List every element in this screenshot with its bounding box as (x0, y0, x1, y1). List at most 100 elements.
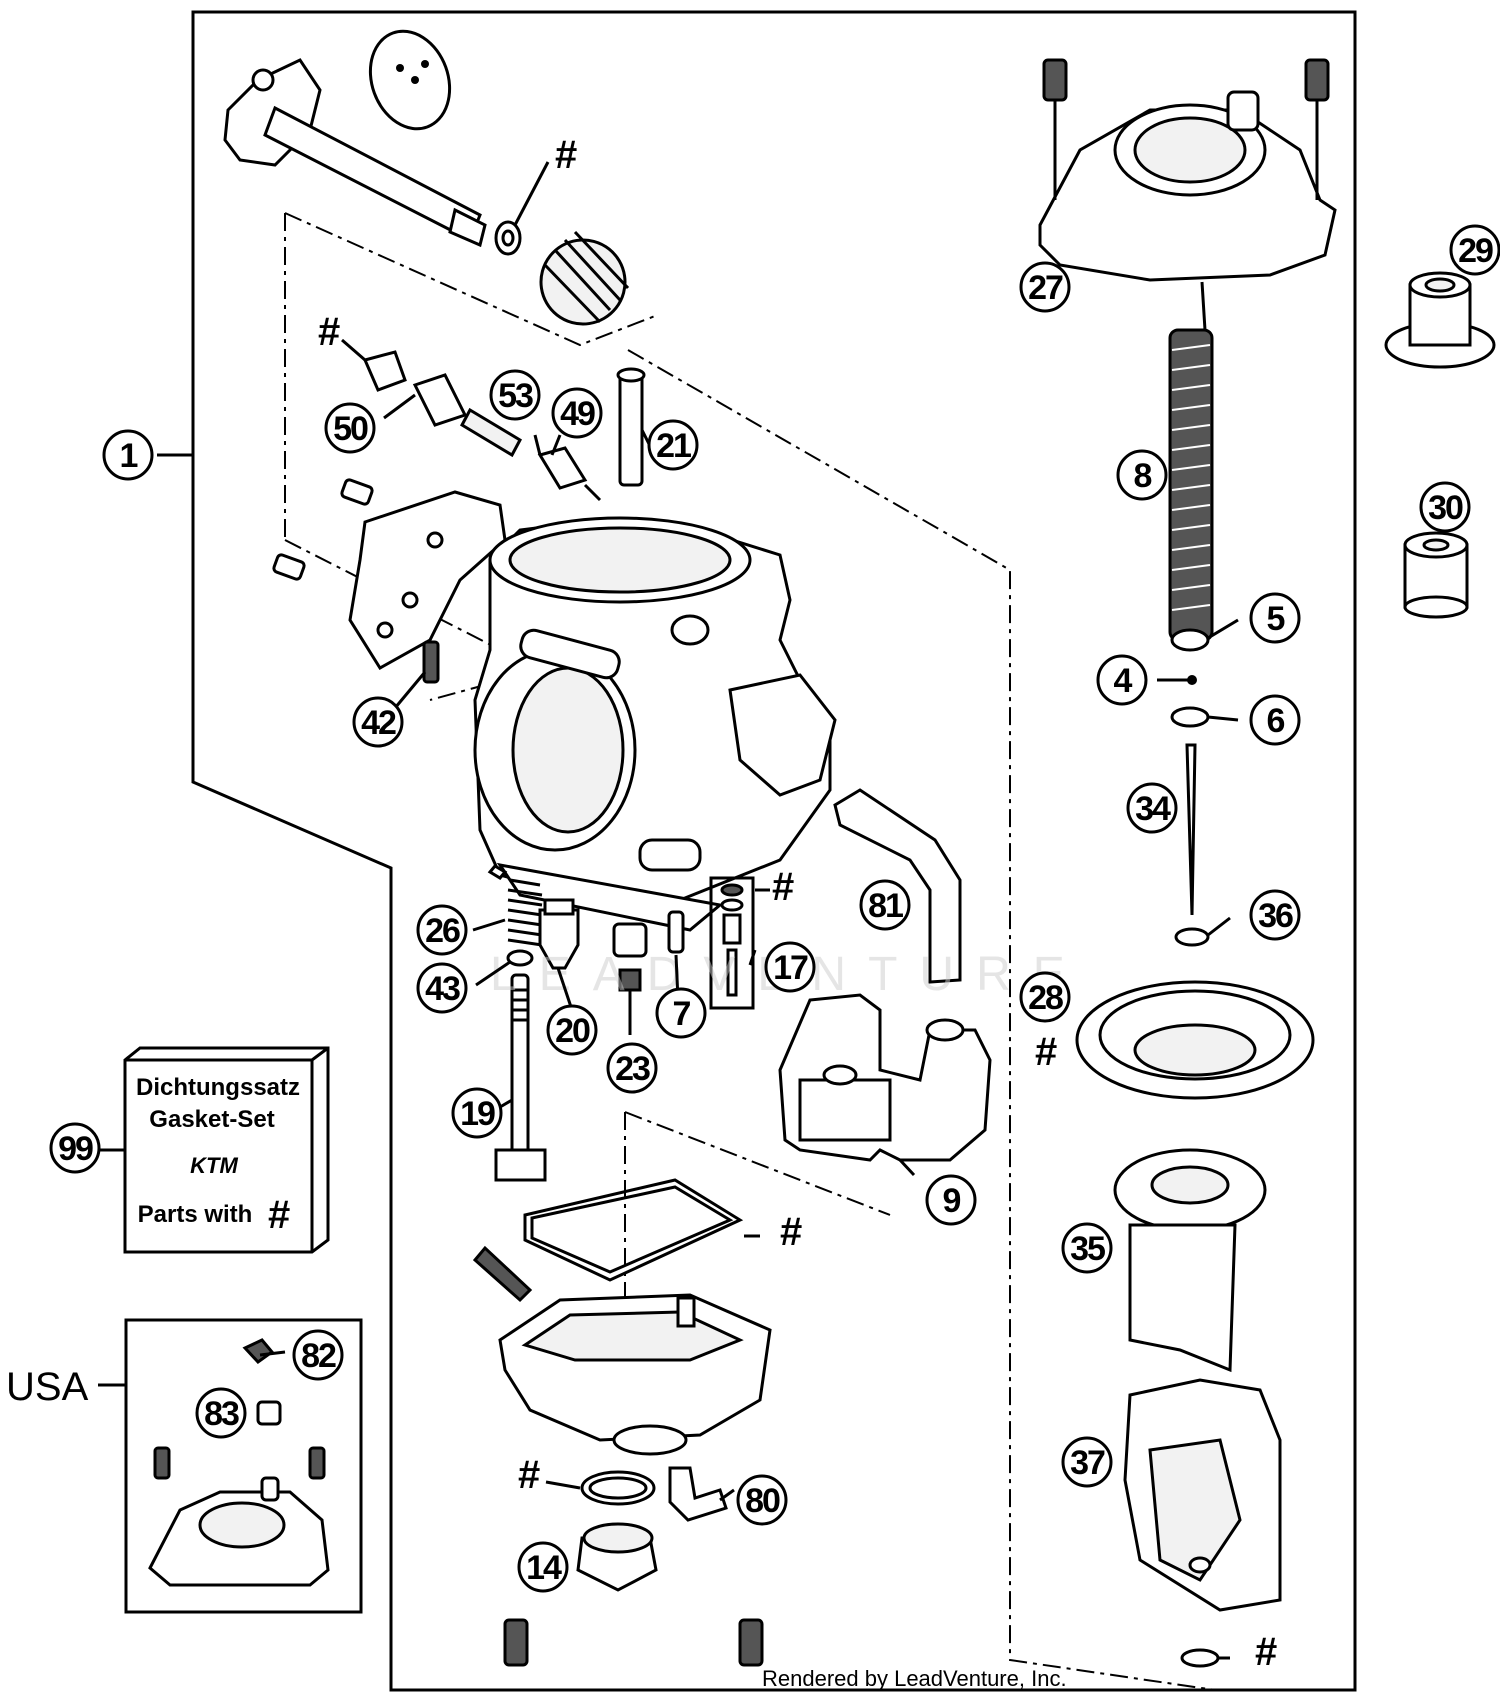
callout-4: 4 (1096, 654, 1148, 706)
gasket-set-hash: # (268, 1193, 290, 1237)
callout-28: 28 (1019, 971, 1071, 1023)
callout-43: 43 (416, 962, 468, 1014)
callout-number: 26 (425, 912, 460, 950)
float-bowl-gasket (523, 1178, 744, 1282)
svg-text:#: # (555, 133, 577, 177)
callout-circle (1449, 224, 1500, 276)
float-bowl-screw (472, 1245, 533, 1303)
callout-number: 36 (1258, 897, 1293, 935)
callout-number: 42 (361, 704, 396, 742)
callout-number: 27 (1028, 269, 1063, 307)
footer-credit: Rendered by LeadVenture, Inc. (762, 1666, 1067, 1691)
callout-number: 99 (58, 1130, 93, 1168)
kit-17-box (709, 876, 755, 1010)
callout-circle (49, 1122, 101, 1174)
usa-label: USA (6, 1365, 89, 1409)
callout-number: 9 (943, 1182, 961, 1220)
svg-text:#: # (1255, 1630, 1277, 1674)
callout-circle (451, 1087, 503, 1139)
top-cover-27 (1038, 58, 1337, 282)
svg-text:#: # (518, 1453, 540, 1497)
callout-number: 23 (615, 1050, 650, 1088)
callout-number: 35 (1070, 1230, 1105, 1268)
pilot-screw-assembly (362, 350, 602, 502)
callout-circle (1419, 481, 1471, 533)
callout-number: 21 (656, 427, 691, 465)
hose-80 (668, 1466, 728, 1522)
bolt-21 (616, 367, 646, 487)
callout-number: 80 (745, 1482, 780, 1520)
callout-circle (859, 879, 911, 931)
callout-number: 20 (555, 1012, 590, 1050)
callout-circle (1019, 261, 1071, 313)
callout-circle (324, 402, 376, 454)
throttle-washer (494, 220, 522, 256)
cap-29 (1384, 271, 1496, 369)
jet-23 (612, 922, 648, 992)
callout-80: 80 (736, 1474, 788, 1526)
callout-circle (1019, 971, 1071, 1023)
callout-circle (1249, 694, 1301, 746)
callout-53: 53 (489, 369, 541, 421)
callout-20: 20 (546, 1004, 598, 1056)
diaphragm-28 (1075, 980, 1315, 1100)
callout-number: 53 (498, 377, 533, 415)
needle-set (1170, 628, 1210, 947)
callout-circle (489, 369, 541, 421)
callout-number: 4 (1114, 662, 1133, 700)
gasket-set-box: Dichtungssatz Gasket-Set KTM Parts with … (123, 1046, 330, 1254)
svg-text:#: # (318, 310, 340, 354)
callout-number: 28 (1028, 979, 1063, 1017)
callout-30: 30 (1419, 481, 1471, 533)
float-9 (778, 993, 992, 1162)
callout-circle (352, 696, 404, 748)
svg-text:#: # (772, 865, 794, 909)
callout-circle (736, 1474, 788, 1526)
gasket-set-line3: Parts with (138, 1201, 253, 1228)
callout-5: 5 (1249, 592, 1301, 644)
hose-81 (833, 788, 962, 984)
callout-circle (655, 987, 707, 1039)
callout-35: 35 (1061, 1222, 1113, 1274)
callout-82: 82 (292, 1329, 344, 1381)
callout-8: 8 (1116, 449, 1168, 501)
pilot-jet-7 (667, 910, 685, 954)
callout-circle (416, 904, 468, 956)
callout-circle (292, 1329, 344, 1381)
throttle-cover-plate (368, 29, 452, 131)
callout-number: 7 (673, 995, 691, 1033)
callout-circle (764, 941, 816, 993)
bottom-screws (503, 1618, 764, 1667)
callout-circle (1249, 592, 1301, 644)
callout-circle (925, 1174, 977, 1226)
callout-circle (606, 1042, 658, 1094)
callout-14: 14 (517, 1541, 569, 1593)
main-jet-20 (538, 898, 580, 970)
callout-number: 50 (333, 410, 368, 448)
jet-spring-26 (487, 864, 543, 947)
slide-35 (1113, 1148, 1267, 1373)
callout-number: 43 (425, 970, 460, 1008)
o-ring-43 (506, 949, 534, 967)
callout-number: 8 (1134, 457, 1152, 495)
callout-number: 1 (120, 437, 138, 475)
screw-42 (422, 640, 440, 684)
callout-number: 82 (301, 1337, 336, 1375)
callout-number: 34 (1135, 790, 1171, 828)
callout-7: 7 (655, 987, 707, 1039)
ktm-logo: KTM (190, 1153, 238, 1178)
callout-number: 29 (1458, 232, 1493, 270)
callout-circle (551, 387, 603, 439)
throttle-shaft-assembly (223, 58, 487, 248)
callout-circle (1116, 449, 1168, 501)
callout-number: 19 (460, 1095, 495, 1133)
usa-box: USA (6, 1318, 363, 1614)
drain-o-ring (580, 1470, 656, 1506)
callout-circle (1061, 1222, 1113, 1274)
callout-6: 6 (1249, 694, 1301, 746)
callout-21: 21 (647, 419, 699, 471)
callout-1: 1 (102, 429, 154, 481)
callout-circle (647, 419, 699, 471)
float-bowl (498, 1293, 772, 1456)
